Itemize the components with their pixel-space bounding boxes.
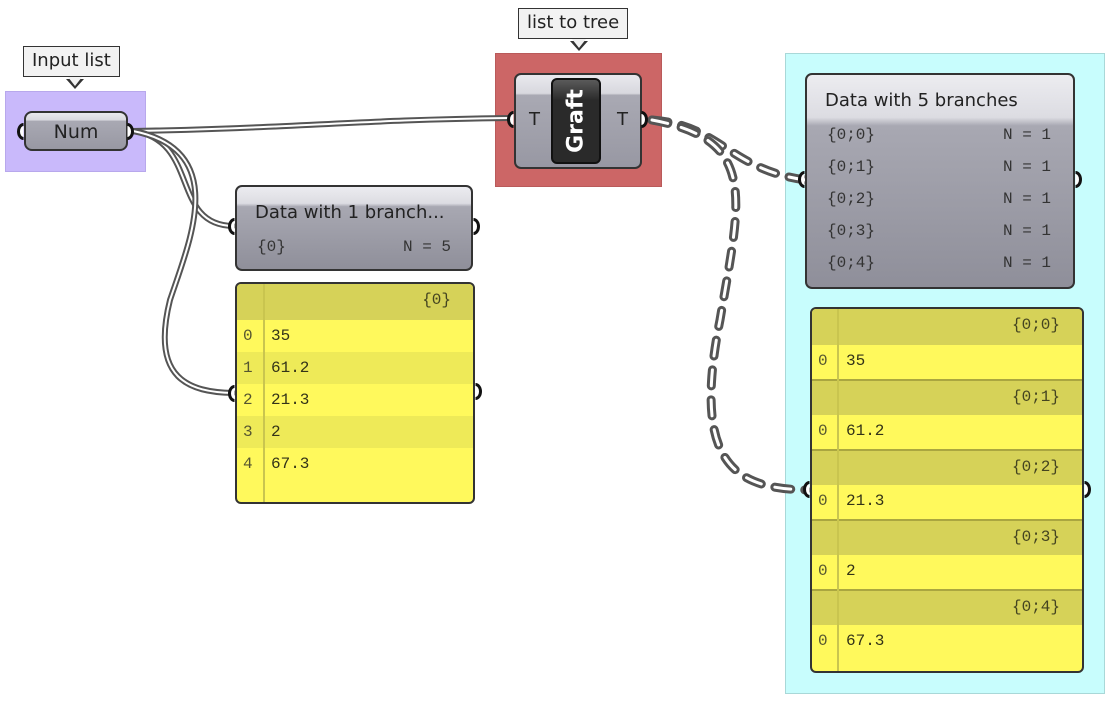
branch-path: {0;0} — [1011, 316, 1060, 334]
item-index: 0 — [818, 422, 828, 440]
panel-five-branch-path: {0;3} — [827, 222, 876, 240]
branch-path: {0;3} — [1011, 528, 1060, 546]
item-index: 0 — [818, 562, 828, 580]
item-value: 35 — [846, 352, 866, 370]
panel-one-title: Data with 1 branch... — [255, 202, 445, 223]
graft-label: Graft — [563, 89, 589, 153]
panel-one-branch-path: {0} — [257, 238, 286, 256]
panel-five-title: Data with 5 branches — [825, 90, 1018, 111]
wire-graft-to-panel-five[interactable] — [647, 115, 811, 185]
num-output-grip[interactable] — [127, 123, 134, 140]
panel-five-output-grip[interactable] — [1075, 171, 1082, 188]
list-one-input-grip[interactable] — [228, 385, 235, 402]
branch-path: {0} — [422, 291, 451, 309]
graft-component[interactable]: T Graft T — [514, 73, 642, 169]
list-item: 3 2 — [237, 416, 473, 448]
list-item: 4 67.3 — [237, 448, 473, 480]
list-five-input-grip[interactable] — [803, 481, 810, 498]
item-index: 2 — [243, 391, 253, 409]
graft-output-label: T — [617, 109, 628, 130]
item-value: 21.3 — [846, 492, 885, 510]
item-value: 67.3 — [846, 632, 885, 650]
branch-header: {0;2} — [812, 449, 1082, 485]
item-index: 0 — [818, 352, 828, 370]
list-item: 1 61.2 — [237, 352, 473, 384]
branch-path: {0;1} — [1011, 388, 1060, 406]
branch-header: {0;4} — [812, 589, 1082, 625]
panel-five-branch-path: {0;2} — [827, 190, 876, 208]
graft-input-label: T — [529, 109, 540, 130]
panel-five-branch-path: {0;1} — [827, 158, 876, 176]
list-one-output-grip[interactable] — [475, 383, 482, 400]
item-value: 67.3 — [271, 455, 310, 473]
item-value: 2 — [271, 423, 281, 441]
list-item: 0 61.2 — [812, 415, 1082, 449]
num-input-grip[interactable] — [17, 123, 24, 140]
panel-five-branch-count: N = 1 — [1002, 158, 1051, 176]
wire-num-to-list-one[interactable] — [130, 128, 236, 396]
wire-num-to-graft[interactable] — [130, 115, 513, 134]
panel-five-branch-path: {0;4} — [827, 254, 876, 272]
wire-graft-to-list-five[interactable] — [647, 115, 811, 495]
branch-path: {0;2} — [1011, 458, 1060, 476]
branch-header: {0;1} — [812, 379, 1082, 415]
item-index: 0 — [818, 632, 828, 650]
item-value: 21.3 — [271, 391, 310, 409]
branch-header: {0} — [237, 284, 473, 320]
item-index: 1 — [243, 359, 253, 377]
graft-name-badge: Graft — [551, 78, 601, 164]
param-viewer-one-branch[interactable]: Data with 1 branch... {0} N = 5 — [235, 185, 473, 271]
item-value: 2 — [846, 562, 856, 580]
panel-five-branch-path: {0;0} — [827, 126, 876, 144]
graft-output-grip[interactable] — [641, 111, 648, 128]
item-value: 35 — [271, 327, 291, 345]
num-parameter[interactable]: Num — [24, 111, 128, 151]
panel-list-one[interactable]: {0} 0 35 1 61.2 2 21.3 3 2 4 67.3 — [235, 282, 475, 504]
index-divider — [837, 309, 839, 671]
list-item: 0 67.3 — [812, 625, 1082, 659]
list-item: 0 35 — [237, 320, 473, 352]
wire-num-to-panel-one[interactable] — [130, 128, 236, 229]
item-index: 4 — [243, 455, 253, 473]
list-to-tree-label: list to tree — [518, 8, 629, 39]
item-index: 0 — [243, 327, 253, 345]
param-viewer-five-branches[interactable]: Data with 5 branches {0;0} N = 1 {0;1} N… — [805, 73, 1075, 289]
panel-one-input-grip[interactable] — [228, 218, 235, 235]
list-item: 0 2 — [812, 555, 1082, 589]
panel-one-output-grip[interactable] — [473, 218, 480, 235]
branch-path: {0;4} — [1011, 598, 1060, 616]
item-index: 0 — [818, 492, 828, 510]
item-value: 61.2 — [271, 359, 310, 377]
branch-header: {0;3} — [812, 519, 1082, 555]
list-five-output-grip[interactable] — [1084, 481, 1091, 498]
num-label: Num — [53, 121, 99, 143]
item-value: 61.2 — [846, 422, 885, 440]
index-divider — [263, 284, 265, 502]
panel-five-branch-count: N = 1 — [1002, 222, 1051, 240]
panel-five-branch-count: N = 1 — [1002, 126, 1051, 144]
input-list-label: Input list — [23, 46, 120, 77]
list-item: 0 21.3 — [812, 485, 1082, 519]
item-index: 3 — [243, 423, 253, 441]
panel-five-branch-count: N = 1 — [1002, 254, 1051, 272]
list-item: 0 35 — [812, 345, 1082, 379]
panel-one-branch-count: N = 5 — [402, 238, 451, 256]
graft-input-grip[interactable] — [507, 111, 514, 128]
panel-five-input-grip[interactable] — [798, 171, 805, 188]
panel-five-branch-count: N = 1 — [1002, 190, 1051, 208]
list-item: 2 21.3 — [237, 384, 473, 416]
branch-header: {0;0} — [812, 309, 1082, 345]
panel-list-five[interactable]: {0;0} 0 35 {0;1} 0 61.2 {0;2} 0 21.3 {0;… — [810, 307, 1084, 673]
